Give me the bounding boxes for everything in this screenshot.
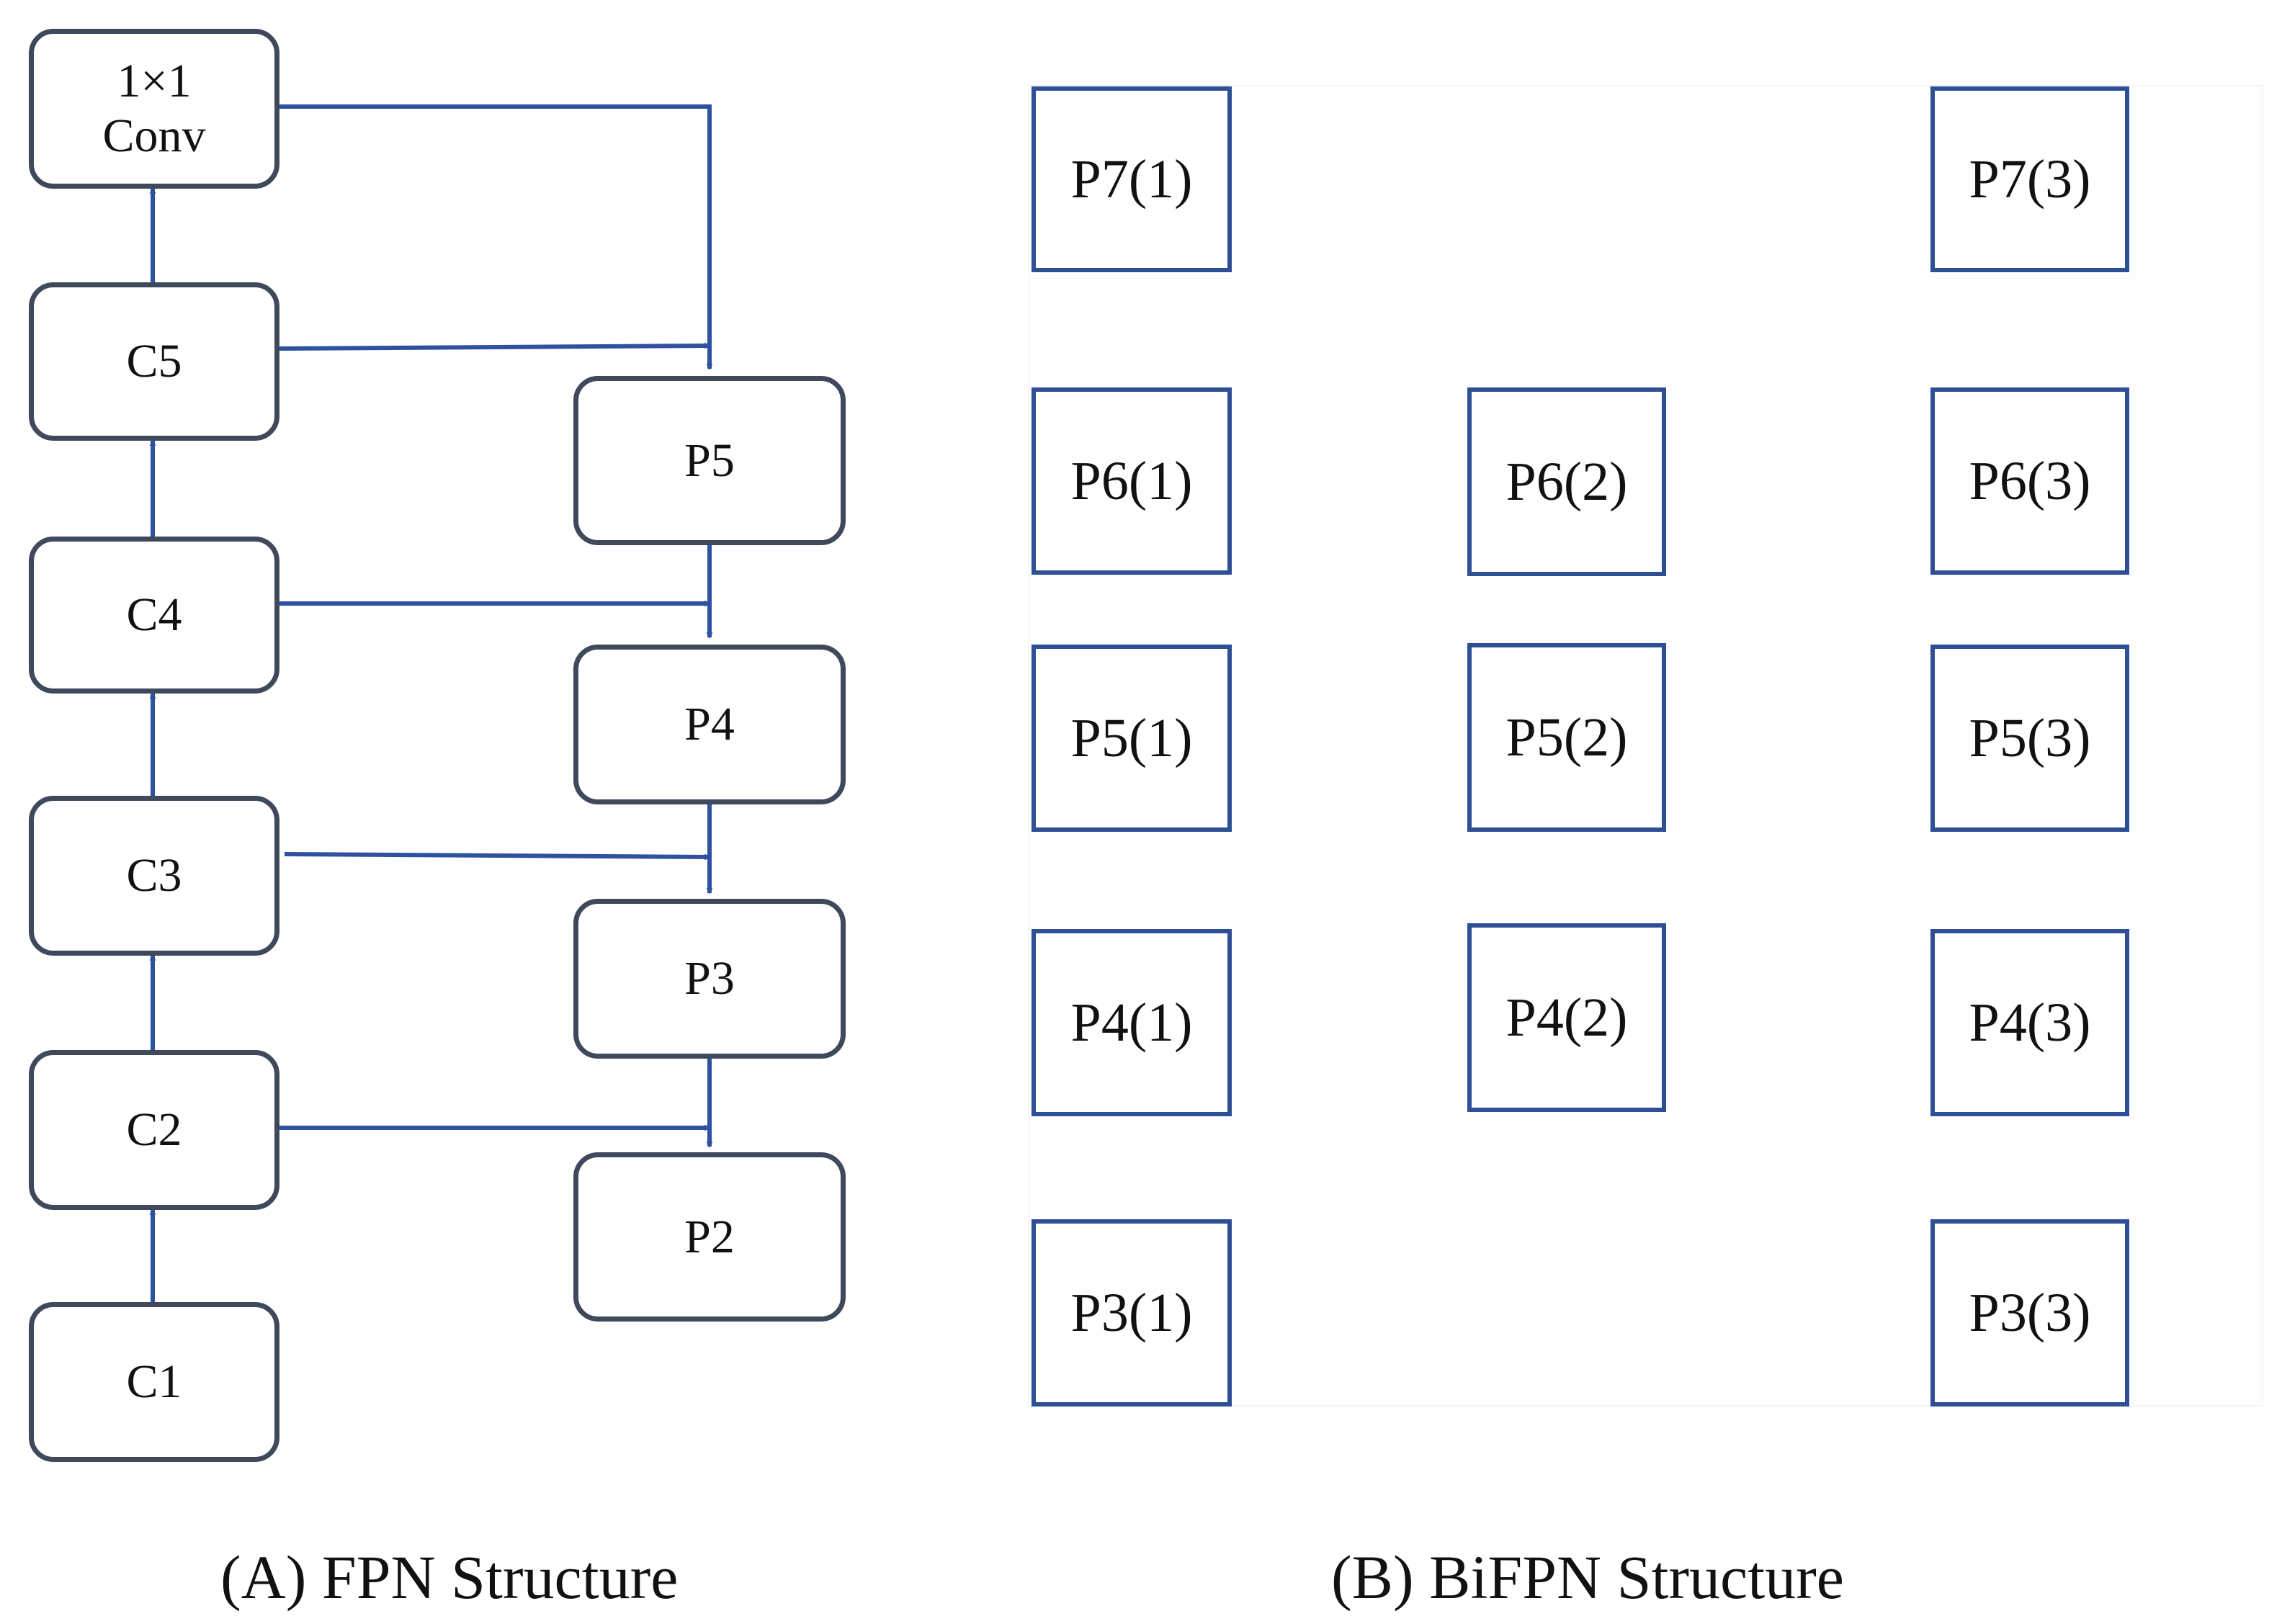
node-label: P4 bbox=[684, 698, 735, 751]
bifpn-node-p7-3: P7(3) bbox=[1930, 86, 2129, 272]
bifpn-node-p6-1: P6(1) bbox=[1032, 387, 1232, 575]
node-label: P4(2) bbox=[1505, 987, 1628, 1048]
arrow-conv-to-p5 bbox=[279, 104, 710, 369]
bifpn-node-p3-1: P3(1) bbox=[1032, 1219, 1232, 1407]
fpn-node-p5: P5 bbox=[573, 376, 846, 545]
bifpn-node-p6-3: P6(3) bbox=[1930, 387, 2129, 575]
fpn-node-c4: C4 bbox=[29, 537, 279, 694]
bifpn-node-p7-1: P7(1) bbox=[1032, 86, 1232, 272]
node-label: P5(2) bbox=[1505, 706, 1628, 768]
node-label: P7(1) bbox=[1070, 148, 1193, 210]
bifpn-node-p5-2: P5(2) bbox=[1467, 643, 1666, 832]
node-label: P6(1) bbox=[1070, 450, 1193, 511]
arrow-c5-to-p5 bbox=[279, 346, 710, 351]
node-label: C4 bbox=[126, 588, 182, 642]
node-label: P6(3) bbox=[1969, 450, 2091, 511]
node-label: P4(3) bbox=[1969, 992, 2091, 1053]
arrow-c3-to-p3 bbox=[284, 852, 710, 857]
node-label: P5(1) bbox=[1070, 707, 1193, 768]
node-label: C5 bbox=[126, 335, 182, 388]
node-label: C3 bbox=[126, 849, 182, 902]
conv-label-line1: 1×1 bbox=[117, 55, 192, 108]
node-label: P6(2) bbox=[1505, 451, 1628, 512]
bifpn-node-p4-2: P4(2) bbox=[1467, 923, 1666, 1112]
node-label: P3 bbox=[684, 952, 735, 1005]
conv-label-line2: Conv bbox=[102, 109, 206, 162]
fpn-node-p2: P2 bbox=[573, 1152, 846, 1322]
bifpn-caption: (B) BiFPN Structure bbox=[1331, 1543, 1844, 1612]
bifpn-node-p5-1: P5(1) bbox=[1032, 645, 1232, 832]
fpn-node-c1: C1 bbox=[29, 1302, 279, 1462]
fpn-caption: (A) FPN Structure bbox=[220, 1543, 679, 1612]
node-label: P4(1) bbox=[1070, 992, 1193, 1053]
node-label: P5(3) bbox=[1969, 707, 2091, 768]
node-label: C1 bbox=[126, 1355, 182, 1409]
node-label: P3(3) bbox=[1969, 1282, 2091, 1343]
fpn-node-c5: C5 bbox=[29, 282, 279, 441]
node-label: P7(3) bbox=[1969, 148, 2091, 210]
node-label: C2 bbox=[126, 1103, 182, 1157]
fpn-node-c3: C3 bbox=[29, 796, 279, 956]
bifpn-node-p4-1: P4(1) bbox=[1032, 929, 1232, 1116]
bifpn-node-p6-2: P6(2) bbox=[1467, 387, 1666, 576]
node-label: P5 bbox=[684, 434, 735, 487]
bifpn-node-p3-3: P3(3) bbox=[1930, 1219, 2129, 1407]
node-label: P3(1) bbox=[1070, 1282, 1193, 1343]
fpn-arrows bbox=[153, 104, 710, 1302]
fpn-node-c2: C2 bbox=[29, 1050, 279, 1210]
fpn-node-p3: P3 bbox=[573, 899, 846, 1059]
node-label: P2 bbox=[684, 1210, 735, 1263]
bifpn-node-p5-3: P5(3) bbox=[1930, 645, 2129, 832]
fpn-node-conv: 1×1 Conv bbox=[29, 29, 279, 189]
bifpn-node-p4-3: P4(3) bbox=[1930, 929, 2129, 1116]
fpn-node-p4: P4 bbox=[573, 645, 846, 804]
